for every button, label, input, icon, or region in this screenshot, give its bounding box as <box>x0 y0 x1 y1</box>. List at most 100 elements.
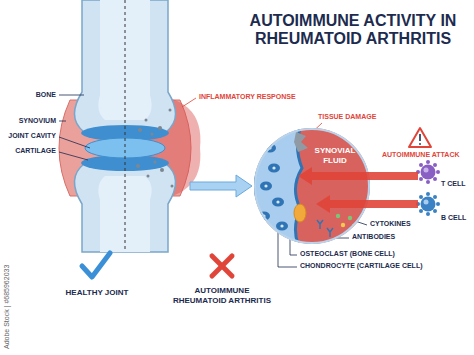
cell-spike <box>433 195 437 199</box>
part-label: AUTOIMMUNE ATTACK <box>382 151 460 159</box>
leader-line <box>59 95 84 96</box>
part-label: ANTIBODIES <box>352 233 395 241</box>
damage-dot <box>147 175 150 178</box>
damage-dot <box>169 109 172 112</box>
label-slot: HEALTHY JOINT <box>66 288 129 298</box>
cell-spike <box>426 212 430 216</box>
label-slot: JOINT CAVITY <box>8 132 56 140</box>
cell-spike <box>436 202 440 206</box>
antibody-symbol <box>317 220 333 237</box>
cartilage-tissue <box>254 128 302 244</box>
damage-dot <box>158 126 162 130</box>
chondrocyte-nucleus <box>264 184 267 187</box>
part-label: CHONDROCYTE (CARTILAGE CELL) <box>300 262 423 270</box>
t-cell-icon <box>416 160 440 184</box>
label-slot: CYTOKINES <box>370 220 411 228</box>
part-label: AUTOIMMUNE RHEUMATOID ARTHRITIS <box>170 286 274 305</box>
leader-line <box>59 137 90 148</box>
zoom-circle-shape <box>254 128 370 244</box>
cell-spike <box>419 209 423 213</box>
cytokine-dot <box>341 223 345 227</box>
zoom-circle: SYNOVIAL FLUID <box>254 128 370 244</box>
attack-arrow <box>298 167 418 185</box>
label-slot: BONE <box>36 91 56 99</box>
label-slot: AUTOIMMUNE RHEUMATOID ARTHRITIS <box>170 286 274 305</box>
leader-line <box>59 152 88 160</box>
antibody-y <box>317 220 323 229</box>
cell-nucleus <box>424 200 429 205</box>
label-slot: OSTEOCLAST (BONE CELL) <box>300 250 395 258</box>
damage-dot <box>145 119 148 122</box>
cell-spike <box>426 160 430 164</box>
label-slot: CARTILAGE <box>15 147 56 155</box>
cell-spike <box>433 177 437 181</box>
part-label: CYTOKINES <box>370 220 411 228</box>
chondrocyte-cell <box>268 164 280 173</box>
cell-spike <box>419 195 423 199</box>
cell-spike <box>419 177 423 181</box>
zoom-circle-outline <box>255 129 369 243</box>
warning-icon <box>409 128 431 147</box>
title-slot: AUTOIMMUNE ACTIVITY IN RHEUMATOID ARTHRI… <box>236 12 470 49</box>
lower-bone <box>74 164 175 252</box>
part-label: BONE <box>36 91 56 99</box>
damage-dot <box>151 133 154 136</box>
damage-dot <box>136 164 140 168</box>
warning-triangle <box>409 128 431 147</box>
warning-mark <box>419 134 421 141</box>
chondrocyte-nucleus <box>276 200 279 203</box>
osteoclast-cell <box>294 204 306 222</box>
damage-dot <box>160 168 164 172</box>
part-label: OSTEOCLAST (BONE CELL) <box>300 250 395 258</box>
check-icon <box>82 253 110 277</box>
cell-spike <box>433 209 437 213</box>
label-slot: B CELL <box>441 214 466 222</box>
region-label: SYNOVIAL FLUID <box>304 146 366 165</box>
b-cell-body <box>421 197 436 212</box>
part-label: T CELL <box>441 180 466 188</box>
zoom-arrow <box>190 175 252 197</box>
chondrocyte-nucleus <box>272 166 275 169</box>
label-slot: ANTIBODIES <box>352 233 395 241</box>
chondrocyte-nucleus <box>280 224 283 227</box>
warning-mark <box>419 143 421 145</box>
b-cell-icon <box>416 192 440 216</box>
label-slot: SYNOVIUM <box>19 117 56 125</box>
cross-stroke <box>212 256 232 276</box>
cell-spike <box>433 163 437 167</box>
cell-spike <box>426 180 430 184</box>
chondrocyte-cell <box>260 182 272 191</box>
tissue-damage-patch <box>294 132 308 152</box>
label-slot: CHONDROCYTE (CARTILAGE CELL) <box>300 262 423 270</box>
damage-dot <box>138 128 142 132</box>
cell-spike <box>419 163 423 167</box>
watermark: Adobe Stock | #685962033 <box>3 265 11 349</box>
chondrocyte-cell <box>272 198 284 207</box>
cell-nucleus <box>424 168 429 173</box>
cytokine-dot <box>348 216 352 220</box>
chondrocyte-cell <box>276 222 288 231</box>
part-label: TISSUE DAMAGE <box>318 113 376 121</box>
leader-line <box>182 98 196 107</box>
damage-dots <box>136 109 174 188</box>
label-slot: TISSUE DAMAGE <box>318 113 376 121</box>
label-slot: AUTOIMMUNE ATTACK <box>382 151 460 159</box>
t-cell-body <box>421 165 436 180</box>
damage-dot <box>154 161 157 164</box>
synovial-fluid-fill <box>254 128 370 244</box>
label-slot: T CELL <box>441 180 466 188</box>
part-label: B CELL <box>441 214 466 222</box>
part-label: SYNOVIUM <box>19 117 56 125</box>
cell-spike <box>436 170 440 174</box>
title: AUTOIMMUNE ACTIVITY IN RHEUMATOID ARTHRI… <box>236 12 470 49</box>
zoom-content <box>254 128 370 244</box>
damage-dot <box>171 185 174 188</box>
divider-line <box>125 0 126 252</box>
cross-icon <box>212 256 232 276</box>
part-label: HEALTHY JOINT <box>66 288 129 298</box>
part-label: INFLAMMATORY RESPONSE <box>199 93 296 101</box>
leader-line <box>59 121 66 122</box>
attack-arrow <box>316 195 418 213</box>
cell-spike <box>426 192 430 196</box>
